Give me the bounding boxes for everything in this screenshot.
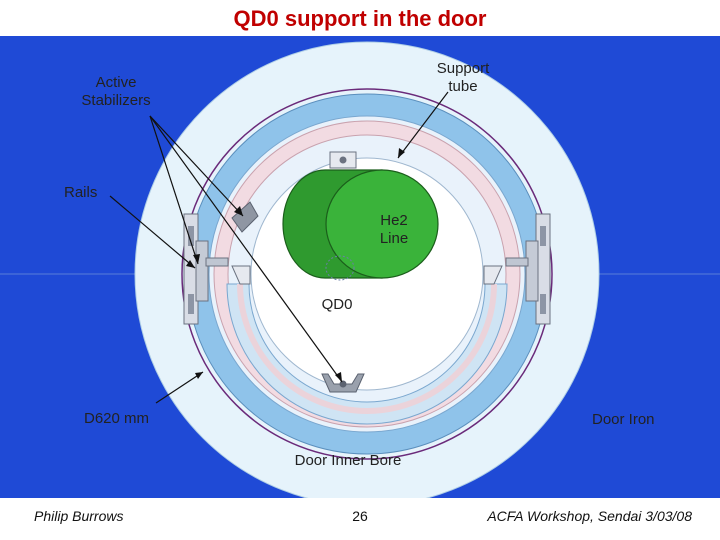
- label-active-stabilizers: Active Stabilizers: [81, 74, 151, 109]
- label-door-inner-bore: Door Inner Bore: [294, 452, 402, 469]
- leader-lines: [109, 91, 449, 404]
- right-clamp: [483, 265, 503, 285]
- left-clamp: [231, 265, 251, 285]
- lower-rail: [237, 283, 497, 414]
- d620-outline: [181, 88, 553, 460]
- label-door-iron: Door Iron: [592, 411, 655, 428]
- lower-stabilizer-pad: [321, 373, 365, 393]
- slide-footer: Philip Burrows 26 ACFA Workshop, Sendai …: [0, 500, 720, 540]
- door-cross-section: [0, 41, 720, 498]
- page-title: QD0 support in the door: [233, 6, 487, 31]
- footer-event: ACFA Workshop, Sendai 3/03/08: [487, 508, 692, 524]
- label-d620: D620 mm: [84, 410, 150, 427]
- label-support-tube: Support tube: [436, 60, 490, 95]
- label-he2-line: He2 Line: [379, 212, 409, 247]
- diagram-area: Active Stabilizers Support tube Rails He…: [0, 36, 720, 498]
- label-qd0: QD0: [321, 296, 353, 313]
- qd0-magnet: [282, 169, 439, 281]
- footer-author: Philip Burrows: [34, 508, 124, 524]
- upper-stabilizer-pad: [329, 151, 357, 169]
- rails-ring-edge-outer: [213, 120, 521, 428]
- right-stabilizer: [505, 213, 551, 325]
- label-rails: Rails: [64, 184, 98, 201]
- footer-page-number: 26: [352, 508, 368, 524]
- leader-arrowheads: [186, 148, 405, 382]
- rail-block: [231, 201, 259, 233]
